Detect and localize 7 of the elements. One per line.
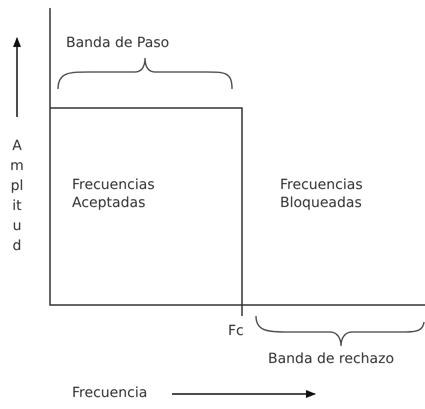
region-label: Frecuencias Bloqueadas [280,176,364,212]
frequency-label: Fc [228,322,244,340]
band-label: Banda de rechazo [268,350,394,368]
band-label: Banda de Paso [66,34,170,52]
region-label: Frecuencias Aceptadas [72,176,156,212]
axis-label: Frecuencia [72,384,148,402]
axis-label: Amplitud [10,137,24,256]
